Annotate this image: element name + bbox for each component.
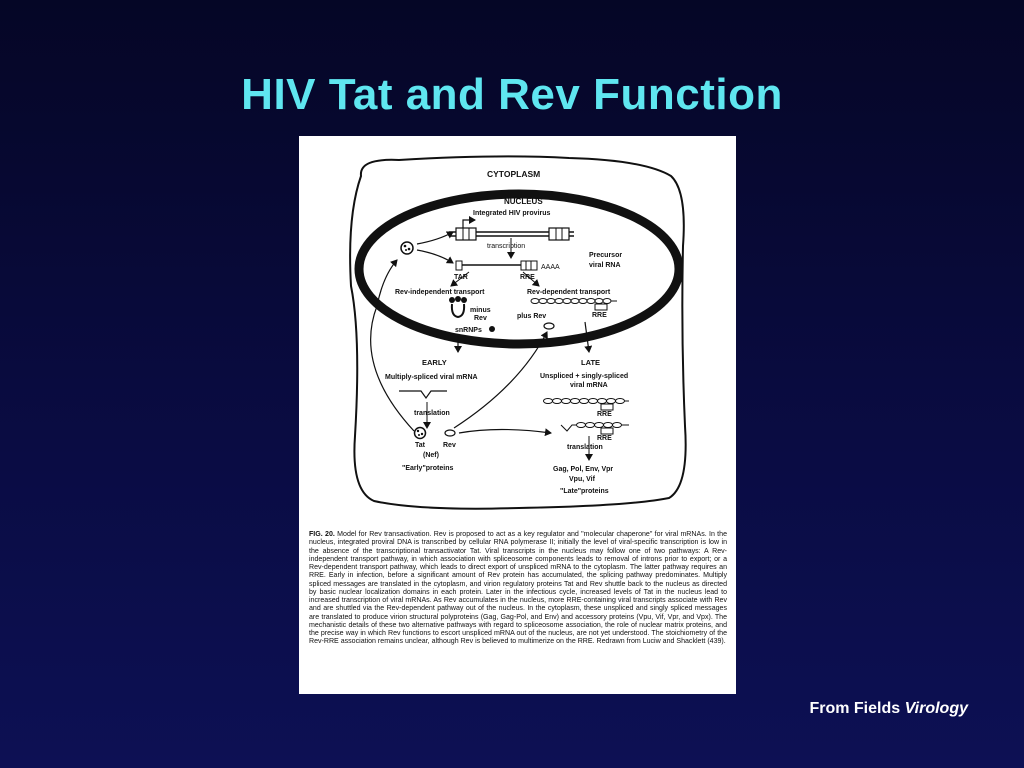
translation-late-label: translation <box>567 444 603 451</box>
precursor-label-2: viral RNA <box>589 262 621 269</box>
rev-return-arrow <box>453 331 548 429</box>
rev-cytoplasm-icon <box>444 429 456 437</box>
nucleus-label: NUCLEUS <box>504 197 543 206</box>
precursor-label-1: Precursor <box>589 252 622 259</box>
tat-return-arrow <box>370 259 415 432</box>
late-proteins-label-2: Vpu, Vif <box>569 476 596 483</box>
spliced-mrna-early <box>399 390 447 400</box>
late-mrna-label-1: Unspliced + singly-spliced <box>540 373 628 380</box>
minus-rev-label: Rev <box>474 315 487 322</box>
nef-label: (Nef) <box>423 452 439 459</box>
late-label: LATE <box>581 358 600 367</box>
cytoplasm-label: CYTOPLASM <box>487 169 540 179</box>
rre-transport-label: RRE <box>592 312 607 319</box>
early-proteins-label: "Early"proteins <box>402 465 453 472</box>
credit-book: Virology <box>904 700 968 717</box>
snrnp-complex <box>449 296 467 319</box>
late-proteins-label-1: Gag, Pol, Env, Vpr <box>553 466 613 473</box>
unspliced-mrna-late <box>543 398 629 411</box>
figure-diagram: CYTOPLASM NUCLEUS Integrated HIV proviru… <box>349 155 687 510</box>
poly-a-label: AAAA <box>541 264 560 271</box>
figure-caption: FIG. 20. Model for Rev transactivation. … <box>309 531 727 647</box>
tat-nucleus-icon <box>400 241 414 255</box>
translation-early-label: translation <box>414 410 450 417</box>
slide-title: HIV Tat and Rev Function <box>241 70 783 119</box>
transcription-label: transcription <box>487 243 525 250</box>
source-credit: From Fields Virology <box>700 700 968 718</box>
singly-spliced-mrna-late <box>560 422 629 435</box>
rev-nucleus-icon <box>543 322 555 330</box>
late-mrna-label-2: viral mRNA <box>570 382 608 389</box>
plus-rev-label: plus Rev <box>517 313 546 320</box>
minus-label: minus <box>470 307 491 314</box>
snrnp-dot-icon <box>489 326 495 332</box>
credit-prefix: From Fields <box>809 700 901 717</box>
precursor-rna <box>455 260 538 271</box>
cell-membrane <box>349 155 687 510</box>
nuclear-envelope <box>354 189 684 349</box>
caption-label: FIG. 20. <box>309 531 335 538</box>
multiply-spliced-label: Multiply-spliced viral mRNA <box>385 374 478 381</box>
rre-late1-label: RRE <box>597 411 612 418</box>
tat-label: Tat <box>415 442 426 449</box>
rre-late2-label: RRE <box>597 435 612 442</box>
caption-text: Model for Rev transactivation. Rev is pr… <box>309 531 727 646</box>
tar-label: TAR <box>454 274 468 281</box>
figure-panel: CYTOPLASM NUCLEUS Integrated HIV proviru… <box>299 136 736 694</box>
snrnps-label: snRNPs <box>455 327 482 334</box>
provirus-dna <box>449 216 574 241</box>
rev-early-label: Rev <box>443 442 456 449</box>
rev-to-late-arrow <box>458 428 552 437</box>
rre-label: RRE <box>520 274 535 281</box>
rev-independent-label: Rev-independent transport <box>395 289 485 296</box>
late-proteins-label-3: "Late"proteins <box>560 488 609 495</box>
early-label: EARLY <box>422 358 447 367</box>
rev-bound-rna <box>530 298 617 311</box>
provirus-label: Integrated HIV provirus <box>473 210 551 217</box>
tat-cytoplasm-icon <box>413 426 427 440</box>
rev-dependent-label: Rev-dependent transport <box>527 289 611 296</box>
